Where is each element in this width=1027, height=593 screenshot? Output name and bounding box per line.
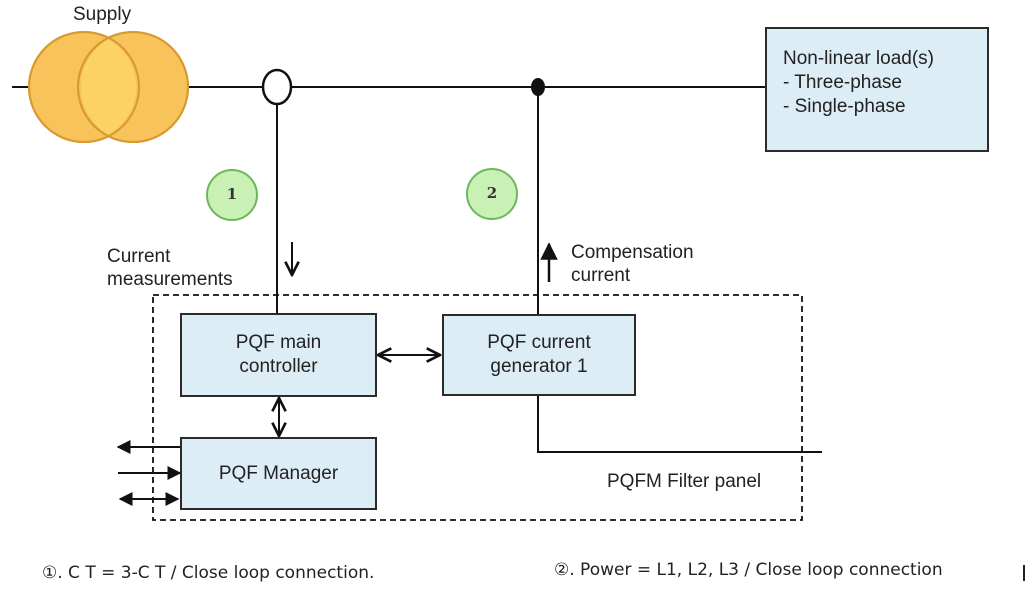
badge-2-number: 2	[486, 184, 498, 202]
filter-panel-boundary	[152, 294, 803, 521]
badge-1-number: 1	[226, 185, 238, 203]
nonlinear-load-box: Non-linear load(s) - Three-phase - Singl…	[765, 27, 989, 152]
pqf-current-generator-block: PQF current generator 1	[442, 314, 636, 396]
ct-note: ①. C T = 3-C T / Close loop connection.	[42, 563, 375, 583]
load-type-three-phase: - Three-phase	[783, 72, 902, 93]
badge-2-icon	[466, 168, 518, 220]
power-note: ②. Power = L1, L2, L3 / Close loop conne…	[554, 560, 943, 580]
filter-panel-label: PQFM Filter panel	[607, 471, 762, 492]
load-type-single-phase: - Single-phase	[783, 96, 906, 117]
pqf-manager-block: PQF Manager	[180, 437, 377, 510]
edge-marker	[1023, 565, 1025, 581]
current-generator-label: PQF current generator 1	[487, 332, 591, 377]
current-transformer-icon	[261, 68, 293, 106]
load-title: Non-linear load(s)	[783, 48, 935, 69]
supply-label: Supply	[73, 4, 132, 25]
supply-transformer-icon	[28, 31, 189, 143]
generator-output-line	[537, 396, 822, 453]
pqf-main-controller-block: PQF main controller	[180, 313, 377, 397]
badge-1-icon	[206, 169, 258, 221]
current-measurements-label: Current measurements	[107, 246, 233, 290]
main-controller-label: PQF main controller	[235, 332, 322, 377]
compensation-current-label: Compensation current	[571, 242, 694, 286]
manager-label: PQF Manager	[218, 462, 339, 484]
